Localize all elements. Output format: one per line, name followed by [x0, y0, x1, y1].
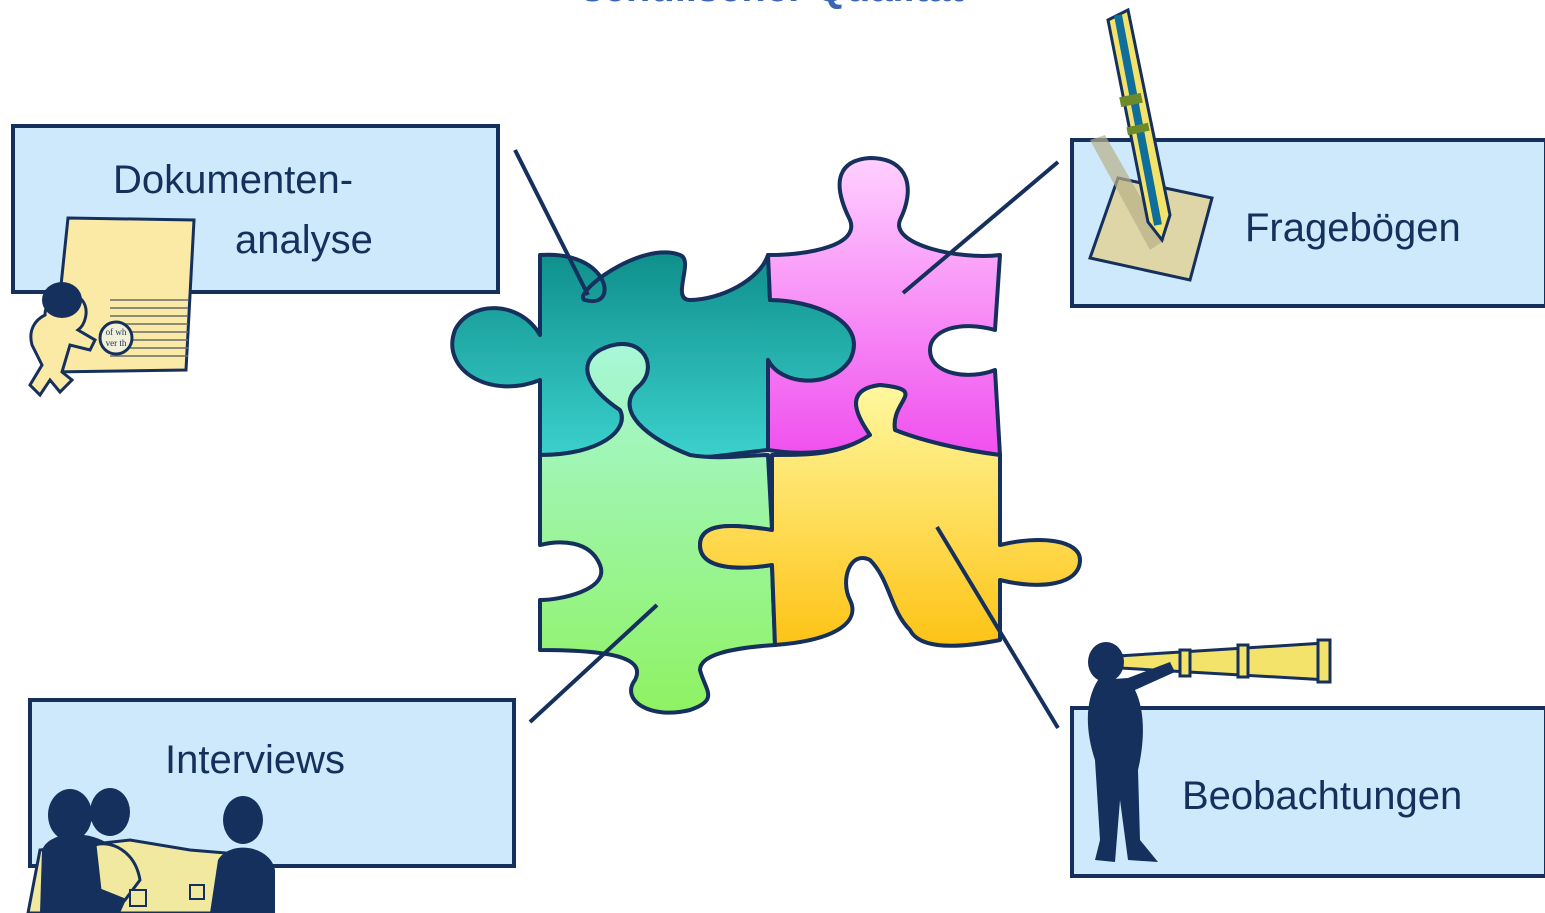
observations-box: [1070, 706, 1545, 878]
magnifier-text-1: of wh: [106, 327, 127, 337]
puzzle-piece-yellow: [698, 383, 1082, 648]
interviews-label: Interviews: [165, 738, 346, 782]
questionnaires-label: Fragebögen: [1245, 206, 1461, 250]
telescope-observer-icon: [1087, 638, 1332, 862]
connector-interviews: [528, 603, 659, 724]
page-title: schulischer Qualität: [0, 0, 1545, 11]
connector-questionnaires: [901, 160, 1060, 295]
connector-documents: [513, 149, 590, 296]
documents-analysis-label-line1: Dokumenten-: [113, 158, 354, 202]
pen-and-paper-icon: [1088, 7, 1214, 282]
connector-observations: [935, 525, 1060, 730]
documents-analysis-label-line2: analyse: [235, 218, 373, 262]
observations-label: Beobachtungen: [1182, 774, 1463, 818]
magnifier-text-2: ver th: [106, 338, 127, 348]
document-reader-icon: of wh ver th: [28, 216, 196, 398]
meeting-people-icon: [26, 788, 275, 913]
